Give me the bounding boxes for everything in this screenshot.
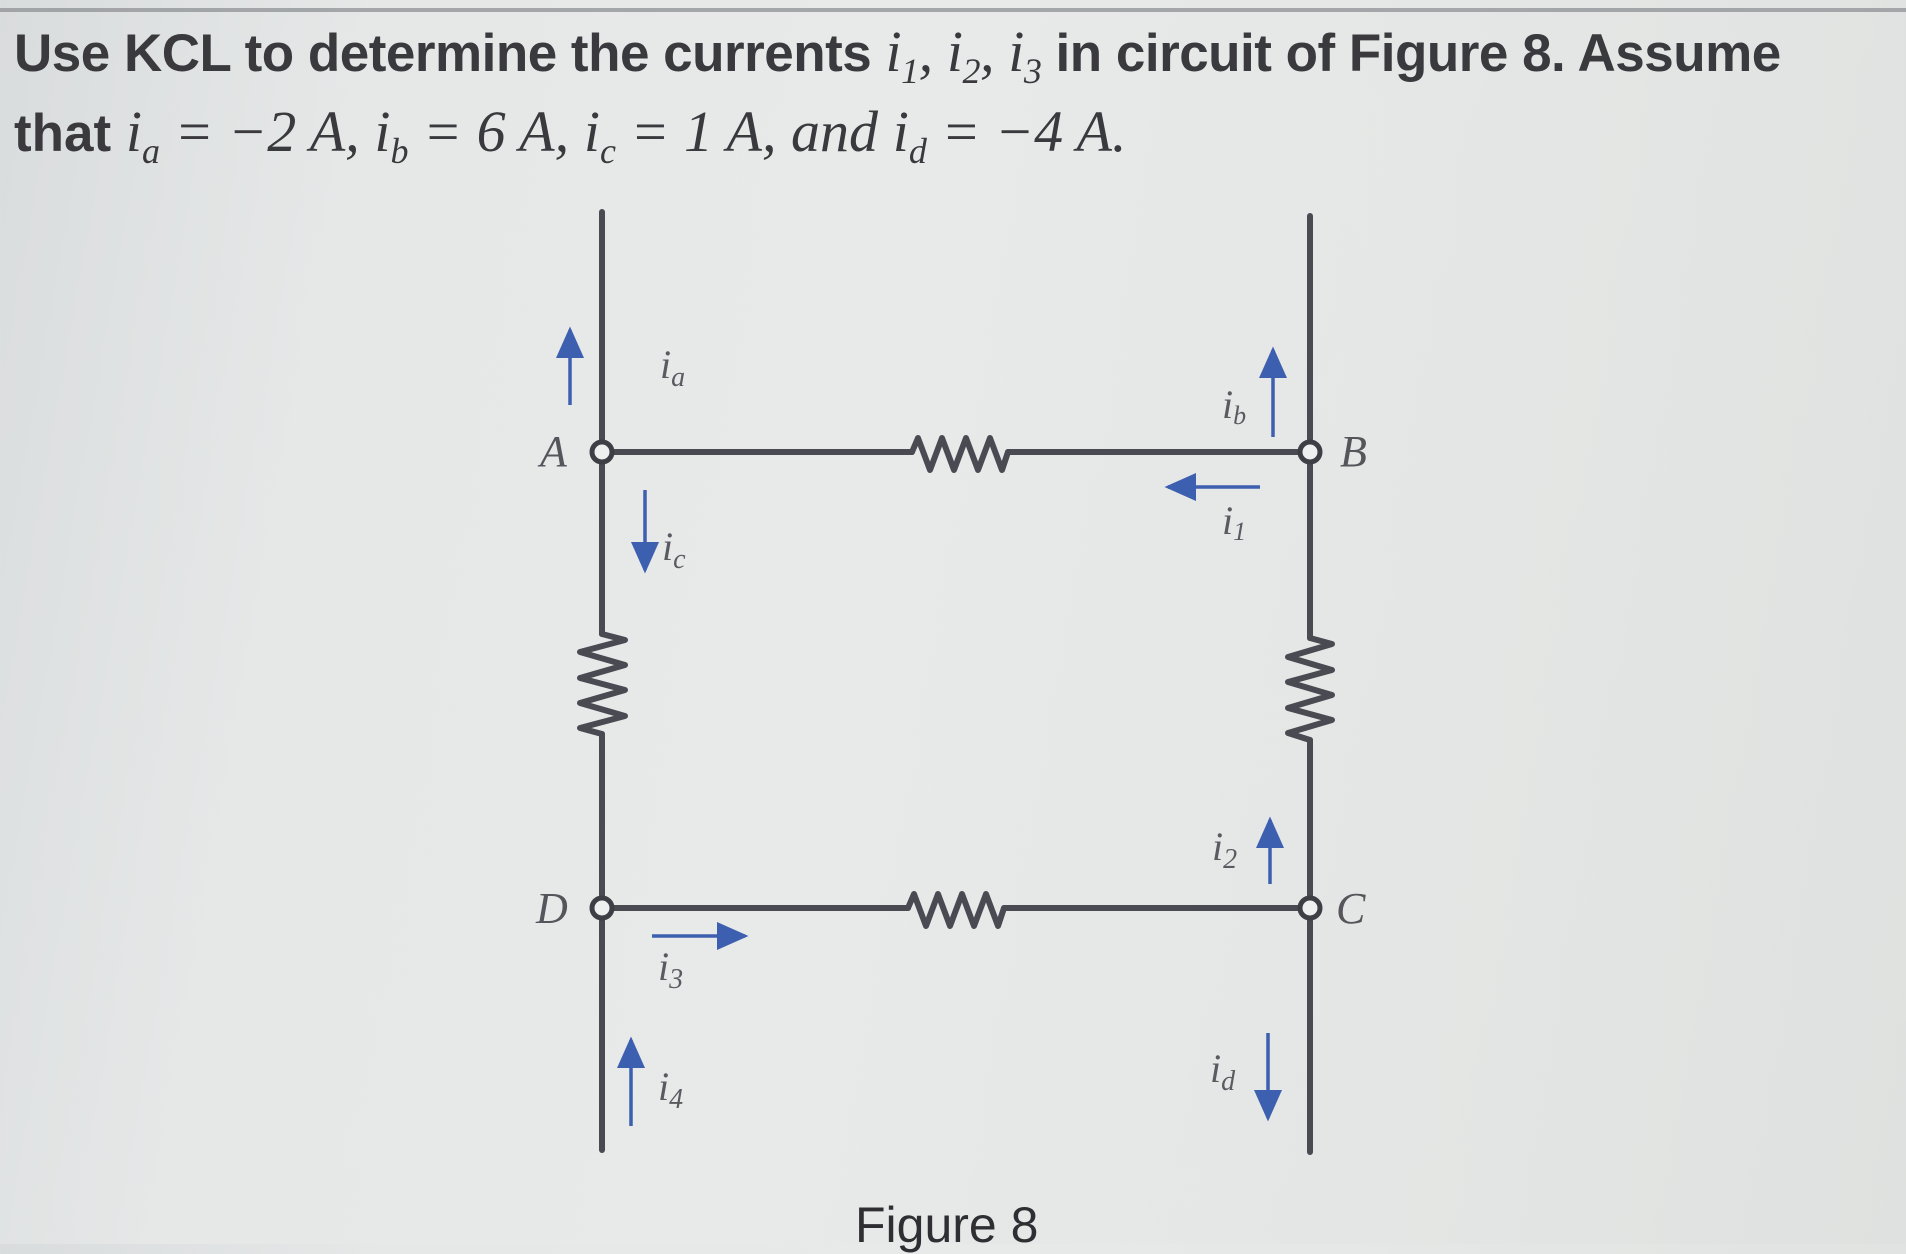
problem-line-1: Use KCL to determine the currents i1, i2… <box>14 19 1782 91</box>
resistor-top <box>909 435 1011 473</box>
line1-prefix: Use KCL to determine the currents <box>14 24 872 83</box>
current-label-i2: i2 <box>1212 824 1237 875</box>
resistor-right <box>1285 635 1335 743</box>
current-label-i3: i3 <box>658 944 683 995</box>
node-C <box>1297 895 1323 921</box>
figure-caption: Figure 8 <box>855 1197 1039 1253</box>
problem-line-2: that ia = −2 A, ib = 6 A, ic = 1 A, and … <box>14 98 1126 172</box>
current-label-ia: ia <box>660 342 685 393</box>
current-label-ib: ib <box>1222 382 1246 430</box>
current-label-i4: i4 <box>658 1064 683 1115</box>
unknown-i2: i2 <box>946 19 981 91</box>
node-label-B: B <box>1340 427 1367 476</box>
node-label-A: A <box>537 427 568 476</box>
given-ib: ib = 6 A, <box>374 99 570 171</box>
unknown-i3: i3 <box>1008 19 1042 91</box>
given-ia: ia = −2 A, <box>125 99 360 171</box>
node-label-D: D <box>535 884 568 933</box>
resistor-left <box>577 631 628 737</box>
page-top-border <box>0 8 1906 12</box>
node-D <box>589 895 615 921</box>
node-A <box>589 439 615 465</box>
current-label-ic: ic <box>662 524 686 575</box>
resistor-bottom <box>905 891 1007 929</box>
given-id: id = −4 A. <box>892 99 1127 171</box>
current-label-id: id <box>1210 1046 1236 1097</box>
given-ic: ic = 1 A, and <box>583 99 878 171</box>
unknown-i1: i1 <box>885 19 919 91</box>
line1-suffix: in circuit of Figure 8. Assume <box>1055 24 1782 83</box>
node-B <box>1297 439 1323 465</box>
node-label-C: C <box>1336 884 1366 933</box>
current-label-i1: i1 <box>1222 498 1246 546</box>
line2-prefix: that <box>14 104 112 163</box>
